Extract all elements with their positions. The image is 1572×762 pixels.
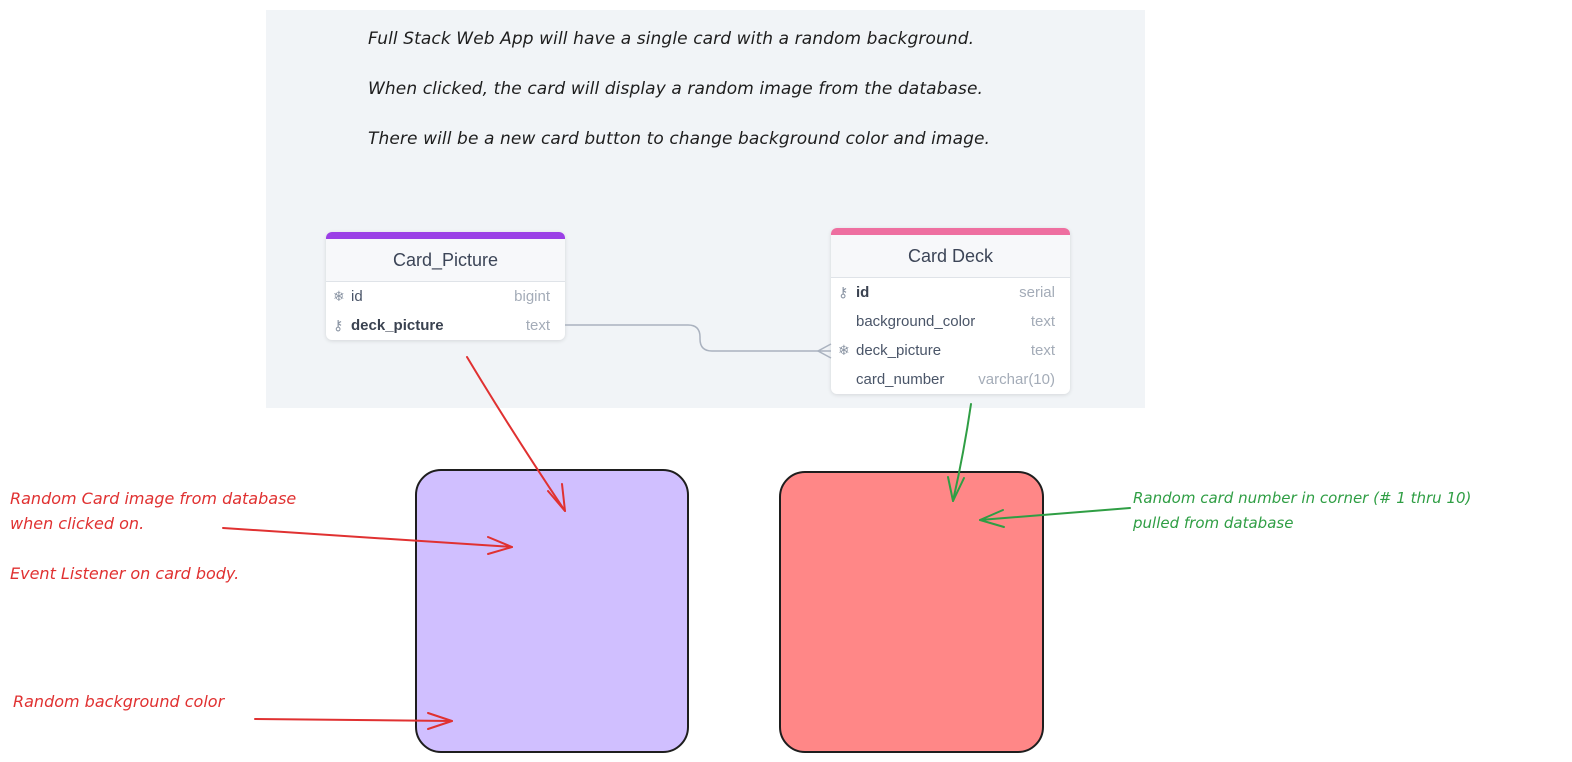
note-line-3: There will be a new card button to chang… — [368, 129, 991, 149]
field-type: bigint — [514, 288, 550, 305]
arrow-image-to-card — [222, 527, 513, 548]
table-accent-bar — [831, 228, 1070, 235]
relationship-connector — [565, 324, 831, 352]
arrow-table-to-card — [466, 356, 566, 512]
field-type: text — [1030, 313, 1055, 330]
table-row[interactable]: card_number varchar(10) — [831, 365, 1070, 394]
field-type: text — [1030, 342, 1055, 359]
table-title: Card Deck — [831, 235, 1070, 278]
crow-foot-icon — [816, 343, 832, 359]
annotation-image-line-1: Random Card image from database — [10, 489, 297, 508]
annotation-event-listener: Event Listener on card body. — [10, 564, 240, 583]
table-row[interactable]: ❄ deck_picture text — [831, 336, 1070, 365]
annotation-number-line-2: pulled from database — [1133, 514, 1294, 532]
field-name: id — [351, 288, 363, 305]
arrow-number-to-card — [979, 507, 1131, 521]
field-name: deck_picture — [856, 342, 942, 359]
snowflake-icon: ❄ — [838, 342, 850, 358]
card-picture-table[interactable]: Card_Picture ❄ id bigint ⚷ deck_picture … — [326, 232, 565, 340]
table-row[interactable]: ⚷ deck_picture text — [326, 311, 565, 340]
table-row[interactable]: ⚷ id serial — [831, 278, 1070, 307]
annotation-background: Random background color — [13, 692, 225, 711]
annotation-number-line-1: Random card number in corner (# 1 thru 1… — [1133, 489, 1472, 507]
arrow-background-to-card — [254, 718, 453, 722]
table-row[interactable]: background_color text — [831, 307, 1070, 336]
field-name: deck_picture — [351, 317, 444, 334]
field-name: background_color — [856, 313, 976, 330]
key-icon: ⚷ — [333, 317, 344, 333]
field-type: varchar(10) — [978, 371, 1055, 388]
table-row[interactable]: ❄ id bigint — [326, 282, 565, 311]
field-type: serial — [1019, 284, 1055, 301]
field-type: text — [525, 317, 550, 334]
field-name: card_number — [856, 371, 945, 388]
arrow-deck-to-card — [952, 403, 972, 502]
snowflake-icon: ❄ — [333, 288, 345, 304]
card-deck-table[interactable]: Card Deck ⚷ id serial background_color t… — [831, 228, 1070, 394]
table-title: Card_Picture — [326, 239, 565, 282]
note-line-2: When clicked, the card will display a ra… — [368, 79, 984, 99]
note-line-1: Full Stack Web App will have a single ca… — [368, 29, 975, 49]
table-accent-bar — [326, 232, 565, 239]
key-icon: ⚷ — [838, 284, 849, 300]
field-name: id — [856, 284, 870, 301]
annotation-image-line-2: when clicked on. — [10, 514, 145, 533]
left-card[interactable] — [415, 469, 689, 753]
